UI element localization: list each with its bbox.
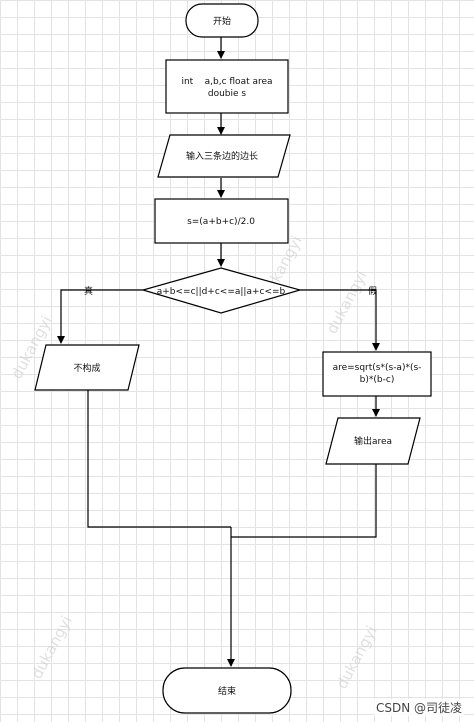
area-process [322, 351, 432, 397]
not-formed-io [34, 344, 140, 391]
watermark-text: dukangyi [28, 613, 76, 682]
connectors [57, 37, 380, 667]
input-sides-io [157, 134, 291, 178]
output-area-label: 输出area [354, 435, 392, 447]
area-label-line1: are=sqrt(s*(s-a)*(s- [333, 363, 422, 373]
condition-label: a+b<=c||d+c<=a||a+c<=b [157, 287, 286, 297]
not-formed-label: 不构成 [73, 362, 100, 374]
declare-process [165, 59, 289, 114]
connector-not-formed-to-merge [87, 390, 231, 528]
watermark-text: dukangyi [333, 623, 381, 692]
compute-s-process [154, 198, 289, 244]
end-terminal [162, 667, 292, 714]
condition-decision [140, 267, 303, 314]
start-label: 开始 [213, 15, 231, 27]
false-branch-label: 假 [368, 286, 377, 297]
input-sides-label: 输入三条边的边长 [186, 150, 258, 162]
true-branch-label: 真 [84, 285, 93, 297]
output-area-io [325, 417, 421, 465]
compute-s-label: s=(a+b+c)/2.0 [187, 217, 255, 227]
connector-condition-true [57, 289, 143, 344]
connector-output-to-merge [231, 464, 377, 538]
watermark-text: dukangyi [323, 268, 371, 337]
area-label-line2: b)*(b-c) [360, 375, 395, 385]
declare-label-line2: doubie s [208, 89, 247, 99]
end-label: 结束 [218, 685, 236, 697]
declare-label-line1: int a,b,c float area [181, 77, 272, 87]
connector-condition-false [300, 289, 380, 351]
start-terminal [185, 3, 259, 38]
csdn-credit: CSDN @司徒凌 [373, 699, 464, 716]
